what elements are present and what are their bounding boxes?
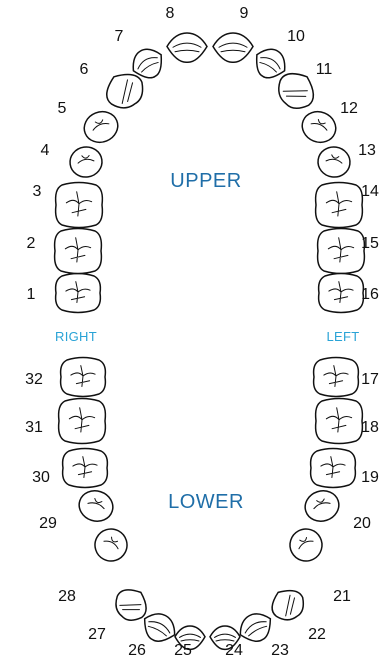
tooth-number-4[interactable]: 4 [41,142,50,159]
tooth-3[interactable] [54,181,104,229]
tooth-8[interactable] [166,32,208,64]
tooth-21[interactable] [284,523,327,566]
tooth-number-23[interactable]: 23 [271,642,289,659]
tooth-number-2[interactable]: 2 [27,235,36,252]
tooth-number-11[interactable]: 11 [316,61,333,78]
tooth-number-20[interactable]: 20 [353,515,371,532]
tooth-number-3[interactable]: 3 [33,183,42,200]
tooth-4[interactable] [68,145,104,179]
tooth-7[interactable] [127,43,169,84]
lower-arch-label: LOWER [168,491,244,513]
tooth-1[interactable] [54,272,102,314]
tooth-20[interactable] [301,486,343,525]
teeth-layer [53,32,366,651]
tooth-number-10[interactable]: 10 [287,28,305,45]
tooth-12[interactable] [298,107,341,148]
tooth-11[interactable] [271,65,322,116]
tooth-19[interactable] [309,447,357,489]
tooth-number-24[interactable]: 24 [225,642,243,659]
tooth-number-18[interactable]: 18 [361,419,379,436]
tooth-number-17[interactable]: 17 [361,371,379,388]
left-side-label: LEFT [327,329,360,344]
tooth-number-19[interactable]: 19 [361,469,379,486]
tooth-6[interactable] [99,65,150,116]
tooth-number-28[interactable]: 28 [58,588,76,605]
tooth-number-1[interactable]: 1 [27,286,36,303]
tooth-23[interactable] [234,608,277,648]
tooth-number-25[interactable]: 25 [174,642,192,659]
upper-arch-label: UPPER [170,170,241,192]
tooth-number-13[interactable]: 13 [358,142,376,159]
tooth-2[interactable] [53,227,103,275]
tooth-5[interactable] [80,107,123,148]
tooth-number-27[interactable]: 27 [88,626,106,643]
right-side-label: RIGHT [55,329,97,344]
tooth-28[interactable] [89,523,132,566]
tooth-number-6[interactable]: 6 [80,61,89,78]
tooth-number-12[interactable]: 12 [340,100,358,117]
tooth-number-29[interactable]: 29 [39,515,57,532]
tooth-10[interactable] [249,43,291,84]
tooth-13[interactable] [316,145,352,179]
tooth-17[interactable] [312,356,360,398]
tooth-number-21[interactable]: 21 [333,588,351,605]
tooth-number-5[interactable]: 5 [58,100,67,117]
tooth-number-7[interactable]: 7 [115,28,124,45]
tooth-number-15[interactable]: 15 [361,235,379,252]
tooth-number-32[interactable]: 32 [25,371,43,388]
tooth-32[interactable] [59,356,107,398]
tooth-number-31[interactable]: 31 [25,419,43,436]
tooth-30[interactable] [61,447,109,489]
tooth-26[interactable] [138,608,181,648]
tooth-18[interactable] [314,397,364,445]
tooth-31[interactable] [57,397,107,445]
tooth-9[interactable] [212,32,254,64]
tooth-29[interactable] [75,486,117,525]
tooth-number-14[interactable]: 14 [361,183,379,200]
tooth-number-30[interactable]: 30 [32,469,50,486]
tooth-number-26[interactable]: 26 [128,642,146,659]
tooth-15[interactable] [316,227,366,275]
tooth-number-22[interactable]: 22 [308,626,326,643]
tooth-27[interactable] [109,582,154,626]
tooth-number-8[interactable]: 8 [166,5,175,22]
tooth-24[interactable] [209,625,241,651]
tooth-25[interactable] [174,625,206,651]
tooth-22[interactable] [265,582,310,626]
tooth-16[interactable] [317,272,365,314]
tooth-number-9[interactable]: 9 [240,5,249,22]
tooth-number-16[interactable]: 16 [361,286,379,303]
tooth-14[interactable] [314,181,364,229]
